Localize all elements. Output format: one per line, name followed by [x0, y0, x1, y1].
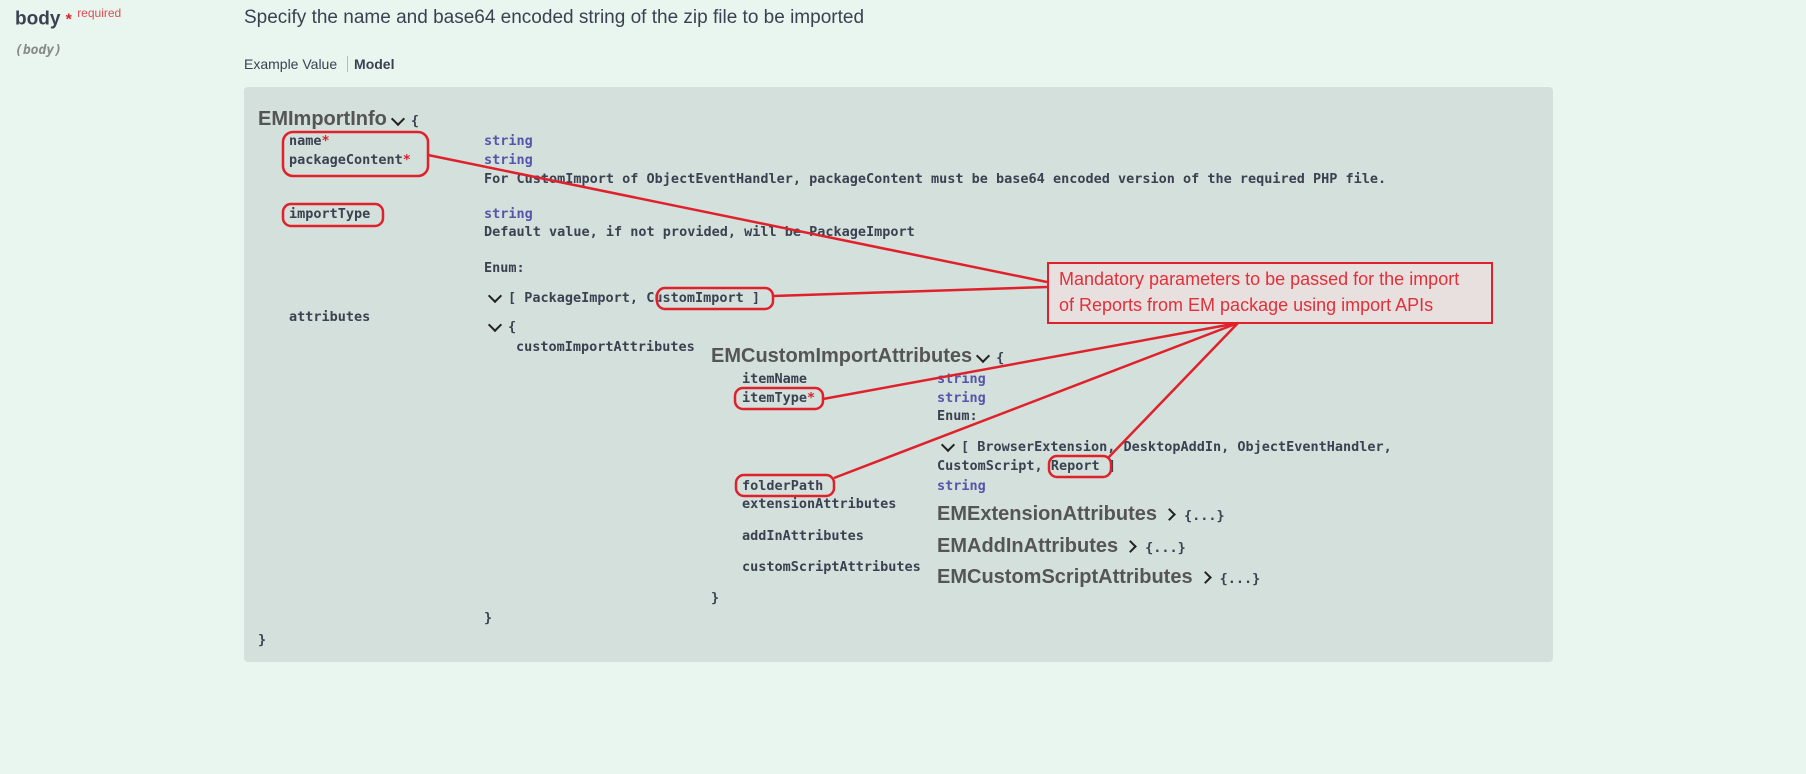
param-location: (body) — [15, 43, 62, 58]
collapsed-braces: {...} — [1184, 508, 1225, 524]
chevron-down-icon[interactable] — [487, 288, 503, 304]
enum-close: ] — [1107, 458, 1116, 474]
annotation-callout: Mandatory parameters to be passed for th… — [1047, 262, 1493, 324]
tab-example-value[interactable]: Example Value — [244, 56, 338, 72]
chevron-down-icon[interactable] — [487, 317, 503, 333]
brace-close: } — [258, 632, 267, 648]
prop-extensionAttributes: extensionAttributes — [742, 496, 897, 512]
addin-model[interactable]: EMAddInAttributes {...} — [937, 535, 1186, 558]
prop-customImportAttributes: customImportAttributes — [516, 339, 695, 355]
model-title: EMExtensionAttributes — [937, 503, 1158, 525]
param-description: Specify the name and base64 encoded stri… — [244, 7, 865, 28]
required-star: * — [807, 390, 816, 406]
customscript-model[interactable]: EMCustomScriptAttributes {...} — [937, 566, 1260, 589]
type-string: string — [484, 206, 533, 222]
callout-line: of Reports from EM package using import … — [1059, 295, 1434, 315]
param-name: body * required — [15, 6, 121, 30]
enum-label: Enum: — [937, 408, 978, 424]
prop-folderPath: folderPath — [742, 478, 824, 494]
collapsed-braces: {...} — [1145, 540, 1186, 556]
type-string: string — [484, 133, 533, 149]
prop-name: name* — [289, 132, 330, 150]
prop-customScriptAttributes: customScriptAttributes — [742, 559, 921, 575]
itemtype-enum-line2: CustomScript, Report ] — [937, 457, 1116, 475]
import-enum: [ PackageImport, CustomImport ] — [484, 288, 761, 307]
tab-model[interactable]: Model — [354, 56, 395, 72]
attributes-object: { — [484, 317, 517, 336]
chevron-down-icon[interactable] — [976, 348, 991, 363]
model-header[interactable]: EMImportInfo { — [258, 108, 419, 131]
chevron-down-icon[interactable] — [390, 111, 405, 126]
callout-line: Mandatory parameters to be passed for th… — [1059, 269, 1460, 289]
enum-values: [ BrowserExtension, DesktopAddIn, Object… — [961, 439, 1392, 455]
submodel-header[interactable]: EMCustomImportAttributes { — [711, 345, 1004, 368]
required-star: * — [321, 133, 330, 149]
enum-values: CustomScript, — [937, 458, 1043, 474]
model-title: EMImportInfo — [258, 108, 387, 130]
prop-description: For CustomImport of ObjectEventHandler, … — [484, 171, 1387, 187]
prop-packageContent: packageContent* — [289, 151, 411, 169]
required-star: * — [65, 11, 72, 29]
chevron-down-icon[interactable] — [940, 437, 956, 453]
brace-open: { — [508, 319, 517, 335]
chevron-right-icon[interactable] — [1198, 571, 1212, 585]
enum-values: [ PackageImport, — [508, 290, 639, 306]
enum-label: Enum: — [484, 260, 525, 276]
prop-itemName: itemName — [742, 371, 808, 387]
prop-label: packageContent — [289, 152, 403, 168]
model-title: EMCustomScriptAttributes — [937, 566, 1193, 588]
collapsed-braces: {...} — [1219, 571, 1261, 587]
prop-name-label: name — [289, 133, 322, 149]
type-string: string — [937, 390, 986, 406]
ext-model[interactable]: EMExtensionAttributes {...} — [937, 503, 1225, 526]
prop-itemType: itemType* — [742, 389, 815, 407]
brace-open: { — [996, 350, 1005, 366]
prop-addInAttributes: addInAttributes — [742, 528, 864, 544]
required-label: required — [77, 6, 122, 20]
prop-importType: importType — [289, 206, 371, 222]
brace-close: } — [484, 610, 493, 626]
brace-open: { — [410, 113, 420, 129]
type-string: string — [937, 478, 986, 494]
model-tabs: Example Value Model — [244, 56, 394, 72]
enum-close: ] — [751, 290, 761, 306]
prop-attributes: attributes — [289, 309, 371, 325]
param-name-text: body — [15, 8, 61, 30]
chevron-right-icon[interactable] — [1163, 508, 1176, 522]
itemtype-enum: [ BrowserExtension, DesktopAddIn, Object… — [937, 437, 1392, 456]
model-title: EMAddInAttributes — [937, 535, 1119, 557]
type-string: string — [484, 152, 533, 168]
required-star: * — [402, 152, 411, 168]
prop-label: itemType — [742, 390, 808, 406]
enum-value-report: Report — [1050, 458, 1100, 474]
brace-close: } — [711, 590, 720, 606]
prop-description: Default value, if not provided, will be … — [484, 224, 915, 240]
enum-value-customimport: CustomImport — [646, 290, 744, 306]
chevron-right-icon[interactable] — [1124, 540, 1137, 554]
submodel-title: EMCustomImportAttributes — [711, 345, 973, 367]
type-string: string — [937, 371, 986, 387]
